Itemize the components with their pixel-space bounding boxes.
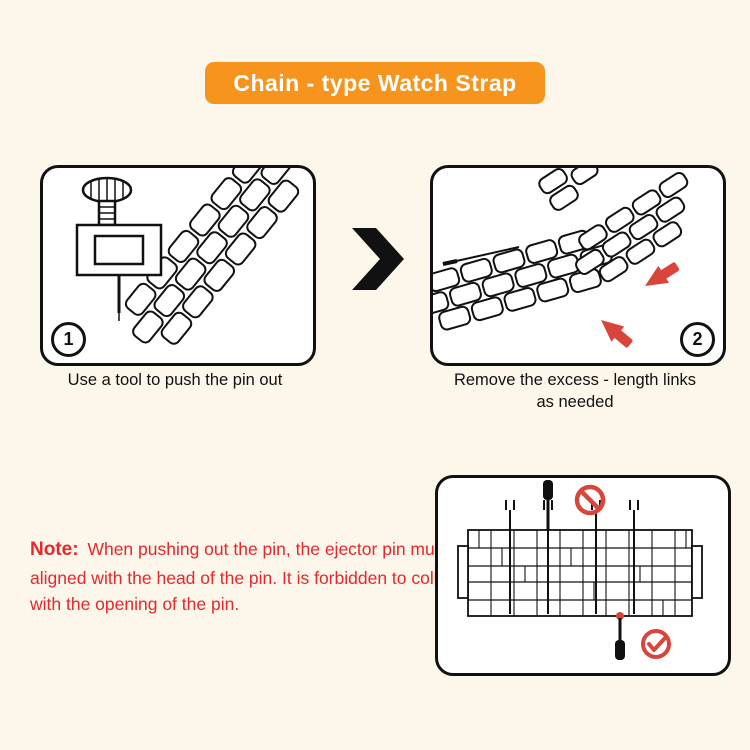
note-text: When pushing out the pin, the ejector pi… <box>30 539 473 614</box>
remove-links-illustration <box>433 168 689 348</box>
step1-caption: Use a tool to push the pin out <box>40 369 310 391</box>
chevron-right-icon <box>352 228 404 290</box>
note-block: Note: When pushing out the pin, the ejec… <box>30 536 478 617</box>
page-title: Chain - type Watch Strap <box>233 69 517 96</box>
top-pin <box>543 480 553 500</box>
red-arrow-icons <box>601 262 680 348</box>
pin-alignment-panel <box>435 475 731 676</box>
title-banner: Chain - type Watch Strap <box>205 62 545 104</box>
step2-caption-line1: Remove the excess - length links <box>453 371 697 389</box>
step2-panel: 2 <box>430 165 726 366</box>
tool-push-pin-illustration <box>75 168 300 345</box>
step-2-badge: 2 <box>680 322 715 357</box>
step-1-badge: 1 <box>51 322 86 357</box>
step2-caption-line2: as needed <box>536 393 614 412</box>
bottom-pin <box>615 640 625 660</box>
step1-caption-text: Use a tool to push the pin out <box>67 371 283 389</box>
step-1-number: 1 <box>63 329 74 349</box>
no-entry-icon <box>574 484 606 516</box>
step1-panel: 1 <box>40 165 316 366</box>
pin-alignment-diagram <box>457 480 703 660</box>
note-label: Note: <box>30 539 79 560</box>
check-circle-icon <box>641 629 671 659</box>
step-2-number: 2 <box>692 329 703 349</box>
step2-caption: Remove the excess - length links as need… <box>420 369 730 414</box>
